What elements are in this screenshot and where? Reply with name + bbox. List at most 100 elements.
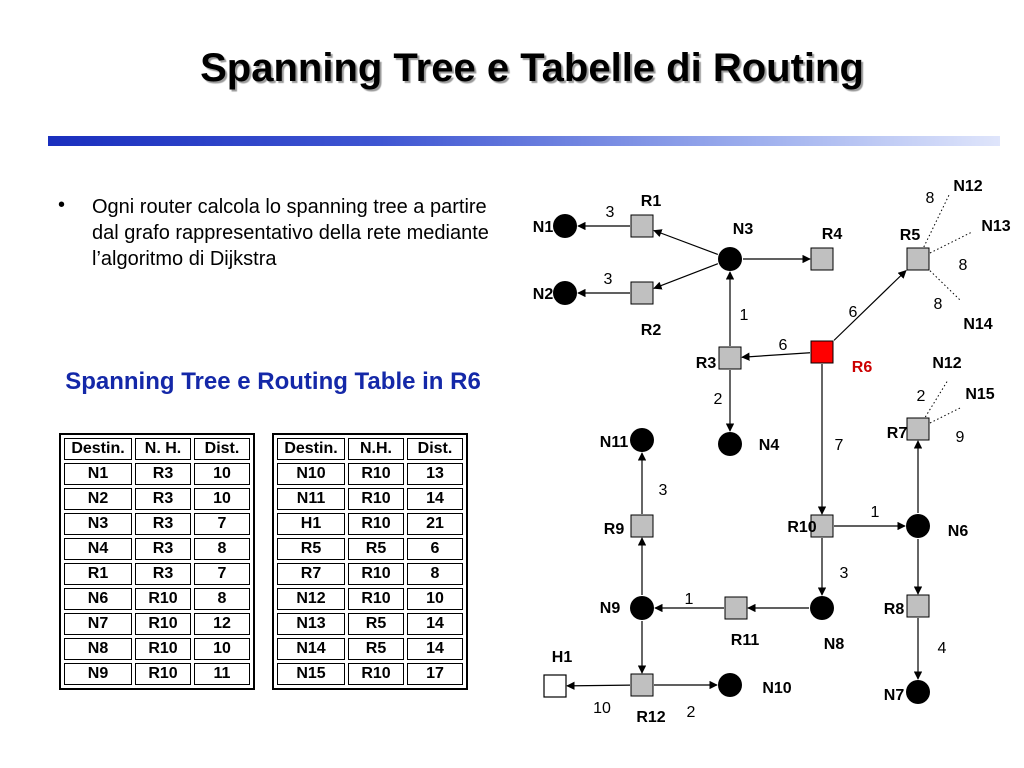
router-node-r12	[630, 673, 654, 697]
edge-weight-label: 8	[926, 190, 935, 207]
table-cell: R3	[135, 463, 191, 485]
edge-weight-label: 1	[685, 591, 694, 608]
host-node-h1	[543, 674, 567, 698]
router-label: R3	[696, 355, 717, 372]
router-node-r8	[906, 594, 930, 618]
edge-weight-label: 8	[959, 257, 968, 274]
stub-link-dotted	[929, 231, 973, 254]
router-node-r6	[810, 340, 834, 364]
table-cell: 7	[194, 563, 250, 585]
table-cell: 17	[407, 663, 463, 685]
router-node-r7	[906, 417, 930, 441]
network-node-n7	[906, 680, 930, 704]
table-header-cell: Destin.	[64, 438, 132, 460]
router-label: R10	[787, 519, 816, 536]
router-node-r4	[810, 247, 834, 271]
bullet-dot-icon: •	[58, 194, 66, 216]
edge-weight-label: 10	[593, 700, 611, 717]
edge-weight-label: 3	[604, 271, 613, 288]
table-header-row: Destin.N.H.Dist.	[277, 438, 463, 460]
edge-weight-label: 6	[779, 337, 788, 354]
router-label: R8	[884, 601, 905, 618]
router-label: R11	[731, 632, 760, 649]
table-cell: 14	[407, 638, 463, 660]
network-label: N3	[733, 221, 754, 238]
edge-weight-label: 2	[917, 388, 926, 405]
table-cell: R10	[348, 463, 404, 485]
external-network-label: N13	[981, 218, 1010, 235]
stub-link-dotted	[929, 406, 963, 424]
table-cell: 10	[407, 588, 463, 610]
table-cell: R10	[348, 513, 404, 535]
network-node-n3	[718, 247, 742, 271]
edge-weight-label: 2	[687, 704, 696, 721]
table-cell: N2	[64, 488, 132, 510]
network-label: N4	[759, 437, 780, 454]
table-cell: R10	[348, 588, 404, 610]
table-cell: R10	[348, 663, 404, 685]
router-label: R7	[887, 425, 908, 442]
network-label: N9	[600, 600, 621, 617]
table-cell: R3	[135, 563, 191, 585]
table-cell: 12	[194, 613, 250, 635]
network-label: N7	[884, 687, 905, 704]
edge-weight-label: 8	[934, 296, 943, 313]
table-header-cell: Destin.	[277, 438, 345, 460]
table-cell: R10	[135, 663, 191, 685]
network-label: N1	[533, 219, 554, 236]
table-cell: N9	[64, 663, 132, 685]
router-node-r1	[630, 214, 654, 238]
table-cell: 14	[407, 613, 463, 635]
router-label: R2	[641, 322, 662, 339]
edge-weight-label: 2	[714, 391, 723, 408]
edge-weight-label: 3	[606, 204, 615, 221]
table-cell: 13	[407, 463, 463, 485]
router-label: R5	[900, 227, 921, 244]
network-label: N6	[948, 523, 969, 540]
table-cell: N8	[64, 638, 132, 660]
edge-weight-label: 9	[956, 429, 965, 446]
network-label: N11	[600, 434, 629, 451]
edge-arrow	[653, 229, 719, 255]
edge-weight-label: 3	[840, 565, 849, 582]
network-node-n1	[553, 214, 577, 238]
table-header-cell: N. H.	[135, 438, 191, 460]
external-network-label: N12	[932, 355, 961, 372]
external-network-label: N12	[953, 178, 982, 195]
external-network-label: N14	[963, 316, 992, 333]
table-cell: R10	[135, 638, 191, 660]
router-node-r2	[630, 281, 654, 305]
table-header-cell: Dist.	[407, 438, 463, 460]
network-label: N10	[762, 680, 791, 697]
edge-arrow	[566, 681, 631, 690]
network-node-n8	[810, 596, 834, 620]
table-cell: R3	[135, 513, 191, 535]
table-cell: R3	[135, 488, 191, 510]
table-cell: N6	[64, 588, 132, 610]
router-label: R6	[852, 359, 873, 376]
table-cell: R10	[348, 488, 404, 510]
table-cell: N11	[277, 488, 345, 510]
router-node-r10	[810, 514, 834, 538]
router-node-r5	[906, 247, 930, 271]
table-cell: R5	[348, 613, 404, 635]
table-cell: N15	[277, 663, 345, 685]
page-title: Spanning Tree e Tabelle di Routing	[200, 46, 864, 90]
host-label: H1	[552, 649, 573, 666]
network-node-n10	[718, 673, 742, 697]
table-cell: R5	[348, 638, 404, 660]
table-cell: R10	[135, 588, 191, 610]
